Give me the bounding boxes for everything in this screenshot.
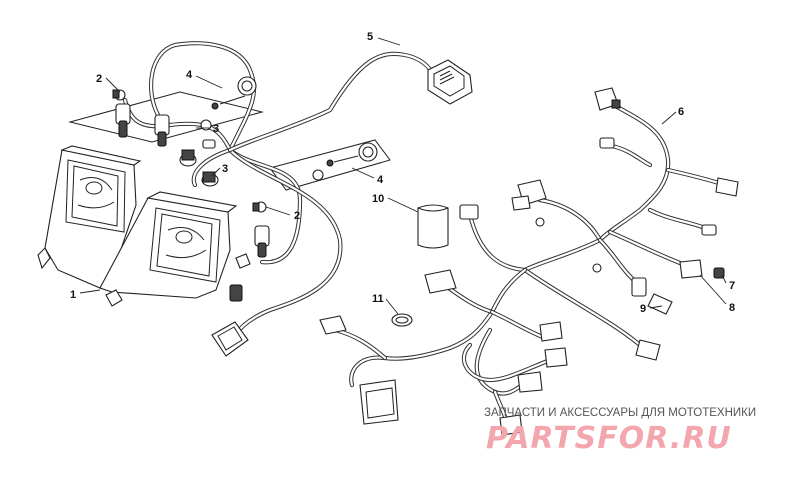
headlight-right [99, 191, 251, 307]
callout-leaders [79, 37, 727, 315]
callout-2-lower: 2 [294, 210, 300, 222]
callout-10: 10 [372, 193, 384, 205]
headlight-harness-wires [122, 41, 435, 338]
callout-labels: 1 2 2 3 3 4 4 5 6 7 8 9 10 11 [70, 31, 735, 315]
adjuster-assembly-4-lower [312, 142, 378, 181]
callout-6: 6 [678, 106, 684, 118]
bulb-socket-2-upper [112, 89, 126, 101]
sleeve-10 [417, 204, 449, 249]
bulb-3-upper [179, 149, 197, 167]
callout-8: 8 [729, 302, 735, 314]
main-harness-connectors [319, 87, 739, 436]
callout-7: 7 [729, 280, 735, 292]
callout-3-upper: 3 [213, 123, 219, 135]
callout-11: 11 [372, 293, 384, 305]
callout-2-upper: 2 [96, 73, 102, 85]
bulb-3-lower [201, 139, 219, 187]
callout-4-lower: 4 [377, 174, 384, 186]
watermark-caption: ЗАПЧАСТИ И АКСЕССУАРЫ ДЛЯ МОТОТЕХНИКИ [484, 407, 756, 419]
watermark: ЗАПЧАСТИ И АКСЕССУАРЫ ДЛЯ МОТОТЕХНИКИ PA… [484, 407, 756, 456]
headlight-left [37, 145, 142, 289]
callout-3-lower: 3 [222, 163, 228, 175]
watermark-logo: PARTSFOR.RU [486, 421, 732, 456]
callout-1: 1 [70, 289, 76, 301]
callout-9: 9 [640, 303, 646, 315]
headlight-main-connector [211, 284, 249, 357]
connector-5 [427, 59, 473, 105]
adjuster-assembly-4-upper [200, 76, 257, 131]
bulb-socket-2-lower [252, 201, 270, 258]
headlight-plug-upper-left [115, 103, 170, 147]
callout-4-upper: 4 [186, 69, 193, 81]
clip-11 [391, 313, 413, 327]
callout-5: 5 [367, 31, 373, 43]
